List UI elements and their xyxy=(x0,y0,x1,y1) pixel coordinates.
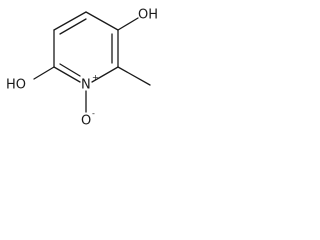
label-oh-top: OH xyxy=(138,8,158,23)
label-n-ring: N xyxy=(81,78,91,93)
bond-n-c6-double xyxy=(59,63,81,77)
bond-c4-c3 xyxy=(85,11,119,31)
bond-c2-n xyxy=(91,66,119,83)
chemical-structure-diagram: OH HO N + O - xyxy=(6,8,158,129)
bond-c5-c4 xyxy=(53,11,87,31)
bond-c6-ho xyxy=(33,66,55,80)
label-ho-left: HO xyxy=(6,78,26,93)
label-n-charge: + xyxy=(92,73,99,82)
label-o-charge: - xyxy=(92,109,95,118)
bond-c5-c4-double xyxy=(59,18,87,35)
bond-n-c6 xyxy=(53,66,81,83)
bond-c3-oh xyxy=(117,17,139,31)
label-o-oxide: O xyxy=(81,114,91,129)
bond-c2-methyl xyxy=(117,66,151,86)
